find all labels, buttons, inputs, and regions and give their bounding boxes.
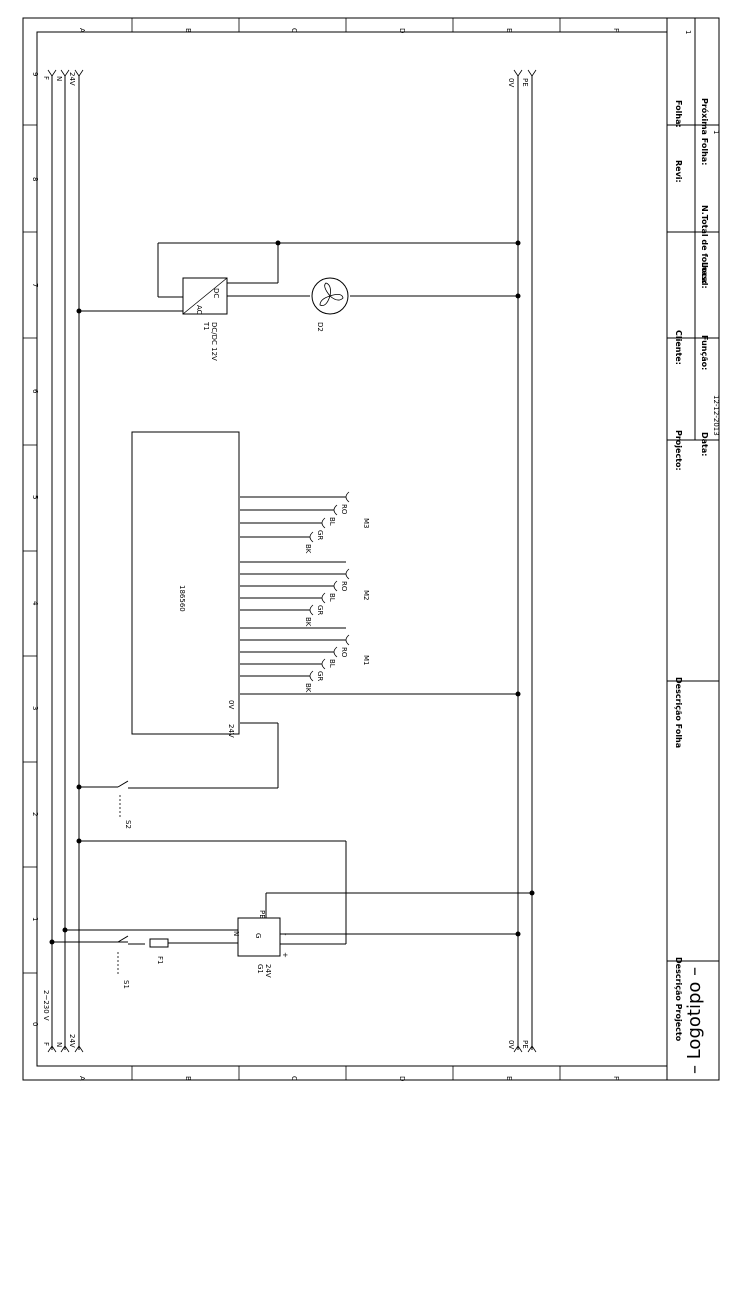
m2-pin-ro: RO — [340, 581, 348, 592]
bus-label-f-top: F — [42, 76, 50, 80]
d2-label: D2 — [316, 322, 324, 332]
row-label-e: E — [505, 28, 513, 32]
col-label-0: 0 — [31, 1022, 39, 1026]
folha-label: Folha: — [674, 100, 683, 128]
bus-label-n-top: N — [55, 76, 63, 81]
row-label-d-bottom: D — [398, 1076, 406, 1081]
s1-label: S1 — [122, 980, 130, 989]
s2-branch — [76, 722, 279, 818]
col-label-6: 6 — [31, 389, 39, 394]
bus-label-pe-top: PE — [521, 78, 529, 87]
g1-n-terminal: N — [232, 931, 240, 936]
m1-pin-bl: BL — [328, 659, 336, 668]
m2-pin-bk: BK — [304, 617, 312, 627]
f1-label: F1 — [156, 956, 164, 964]
descricao-folha-label: Descrição Folha — [674, 677, 683, 748]
bus-label-0v-bottom: 0V — [507, 1040, 515, 1049]
row-labels-bottom: A B C D E F — [78, 1076, 620, 1081]
s2-label: S2 — [124, 820, 132, 829]
projecto-label: Projecto: — [674, 430, 683, 471]
revi-label: Revi: — [674, 160, 683, 183]
data-label: Data: — [700, 432, 709, 456]
row-label-b-bottom: B — [184, 1076, 192, 1081]
t1-type-label: DC/DC 12V — [210, 322, 218, 361]
folha-value: 1 — [684, 30, 692, 34]
row-label-b: B — [184, 28, 192, 33]
controller-24v-label: 24V — [227, 724, 235, 738]
m3-pin-bl: BL — [328, 517, 336, 526]
cliente-label: Cliente: — [674, 330, 683, 365]
g1-box-label: G — [254, 933, 262, 938]
supply-label: 2~230 V — [42, 990, 50, 1021]
t1-dc-label: DC — [212, 288, 220, 298]
m1-label: M1 — [362, 655, 370, 666]
col-labels: 0 1 2 3 4 5 6 7 8 9 — [31, 72, 39, 1026]
proxima-folha-label: Próxima Folha: — [700, 98, 710, 165]
g1-voltage-label: 24V — [264, 964, 272, 978]
m1-pin-ro: RO — [340, 647, 348, 658]
m3-pin-gr: GR — [316, 530, 324, 540]
m2-pin-bl: BL — [328, 593, 336, 602]
funcao-label: Função: — [700, 335, 709, 370]
local-label: Local: — [700, 262, 709, 289]
logo-text: – Logotipo – — [684, 967, 705, 1074]
row-label-f: F — [612, 28, 620, 32]
t1-label: T1 — [202, 321, 210, 331]
col-label-4: 4 — [31, 601, 39, 606]
m3-label: M3 — [362, 518, 370, 529]
col-label-9: 9 — [31, 72, 39, 76]
row-label-c: C — [290, 28, 298, 33]
controller-box — [131, 431, 240, 735]
m1-pin-bk: BK — [304, 683, 312, 693]
bus-label-24v-bottom: 24V — [68, 1034, 76, 1048]
row-ticks — [131, 18, 561, 1080]
g1-pe-terminal: PE — [258, 910, 266, 919]
n-total-label: N.Total de folhas: — [700, 205, 709, 284]
supply-branch — [49, 927, 238, 976]
bus-label-f-bottom: F — [42, 1042, 50, 1046]
row-label-a-bottom: A — [78, 1076, 86, 1081]
row-label-f-bottom: F — [612, 1076, 620, 1080]
t1-wiring — [76, 240, 521, 314]
row-label-e-bottom: E — [505, 1076, 513, 1080]
g1-plus-terminal: + — [281, 952, 289, 958]
m2-pin-gr: GR — [316, 605, 324, 615]
row-label-d: D — [398, 28, 406, 33]
fan-blades-icon — [319, 282, 344, 306]
bus-label-n-bottom: N — [55, 1042, 63, 1047]
data-value: 12-12-2013 — [712, 395, 720, 436]
col-label-3: 3 — [31, 706, 39, 710]
t1-ac-label: AC — [195, 305, 203, 315]
m3-pin-bk: BK — [304, 544, 312, 554]
controller-0v-label: 0V — [227, 700, 235, 709]
row-label-c-bottom: C — [290, 1076, 298, 1081]
m1-pin-gr: GR — [316, 671, 324, 681]
col-label-2: 2 — [31, 812, 39, 816]
g1-wiring — [76, 838, 535, 945]
motor-leads — [240, 491, 350, 682]
bus-label-pe-bottom: PE — [521, 1040, 529, 1049]
col-label-5: 5 — [31, 495, 39, 499]
g1-label: G1 — [256, 964, 264, 974]
controller-0v-wire — [240, 691, 521, 697]
row-labels-top: A B C D E F — [78, 28, 620, 33]
m2-label: M2 — [362, 590, 370, 601]
outer-frame — [22, 17, 720, 1081]
bus-label-0v-top: 0V — [507, 78, 515, 87]
col-label-7: 7 — [31, 283, 39, 287]
power-buses — [47, 69, 537, 1053]
controller-label: 186560 — [178, 585, 186, 612]
col-label-8: 8 — [31, 177, 39, 181]
m3-pin-ro: RO — [340, 504, 348, 515]
col-label-1: 1 — [31, 917, 39, 921]
descricao-projecto-label: Descrição Projecto — [674, 957, 683, 1042]
row-label-a: A — [78, 28, 86, 33]
d2-fan-icon — [311, 277, 349, 315]
bus-label-24v-top: 24V — [68, 72, 76, 86]
col-ticks — [23, 124, 37, 974]
n-total-value: 1 — [712, 130, 720, 134]
g1-box — [237, 917, 281, 957]
title-block — [667, 18, 719, 962]
